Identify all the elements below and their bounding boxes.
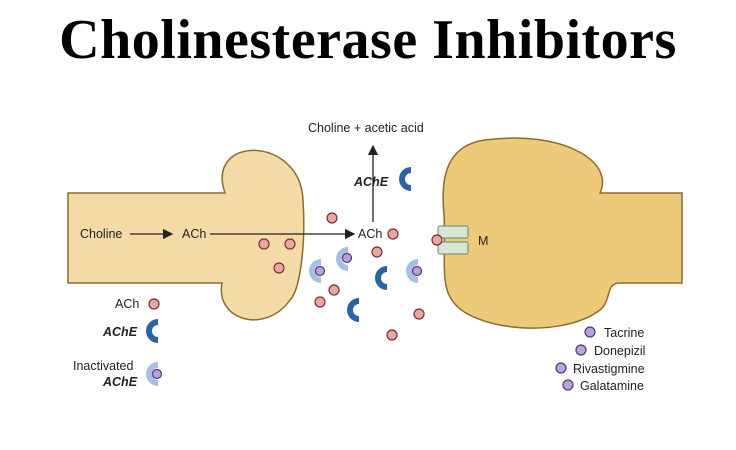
ach-molecule — [413, 308, 425, 320]
drug-molecule — [314, 265, 326, 277]
ach-molecule — [371, 246, 383, 258]
postsynaptic-neuron — [442, 137, 683, 329]
ach-cleft-label: ACh — [358, 227, 382, 241]
drug-bullet-icon — [555, 362, 567, 374]
legend: ACh AChE Inactivated AChE — [73, 297, 163, 389]
ache-enzyme — [399, 167, 411, 191]
drug-rivastigmine: Rivastigmine — [573, 362, 645, 376]
drug-tacrine: Tacrine — [604, 326, 644, 340]
ach-molecule — [284, 238, 296, 250]
legend-ache-label: AChE — [102, 325, 138, 339]
ach-molecule — [258, 238, 270, 250]
ach-molecule — [273, 262, 285, 274]
drug-donepizil: Donepizil — [594, 344, 645, 358]
ach-molecule — [326, 212, 338, 224]
ach-presynaptic-label: ACh — [182, 227, 206, 241]
drug-galatamine: Galatamine — [580, 379, 644, 393]
drug-bullet-icon — [584, 326, 596, 338]
legend-ache-icon — [146, 319, 158, 343]
page-title: Cholinesterase Inhibitors — [59, 9, 677, 71]
legend-inactivated-ache-label: AChE — [102, 375, 138, 389]
ache-enzyme — [347, 298, 359, 322]
ach-molecule — [314, 296, 326, 308]
ach-molecule — [328, 284, 340, 296]
drug-molecule — [411, 265, 423, 277]
ach-bound-receptor — [431, 234, 443, 246]
legend-inactivated-label: Inactivated — [73, 359, 134, 373]
ach-molecule — [386, 329, 398, 341]
drug-list: Tacrine Donepizil Rivastigmine Galatamin… — [555, 326, 645, 393]
ache-label-top: AChE — [353, 175, 389, 189]
legend-ach-icon — [148, 298, 160, 310]
choline-acetic-acid-label: Choline + acetic acid — [308, 121, 424, 135]
drug-molecule — [341, 252, 353, 264]
presynaptic-neuron — [67, 149, 305, 321]
muscarinic-receptor — [437, 225, 469, 255]
ache-enzyme — [375, 266, 387, 290]
receptor-label: M — [478, 234, 488, 248]
drug-bullet-icon — [562, 379, 574, 391]
drug-bullet-icon — [575, 344, 587, 356]
legend-ach-label: ACh — [115, 297, 139, 311]
legend-inactivated-drug — [151, 368, 163, 380]
choline-label: Choline — [80, 227, 122, 241]
ach-molecule — [387, 228, 399, 240]
